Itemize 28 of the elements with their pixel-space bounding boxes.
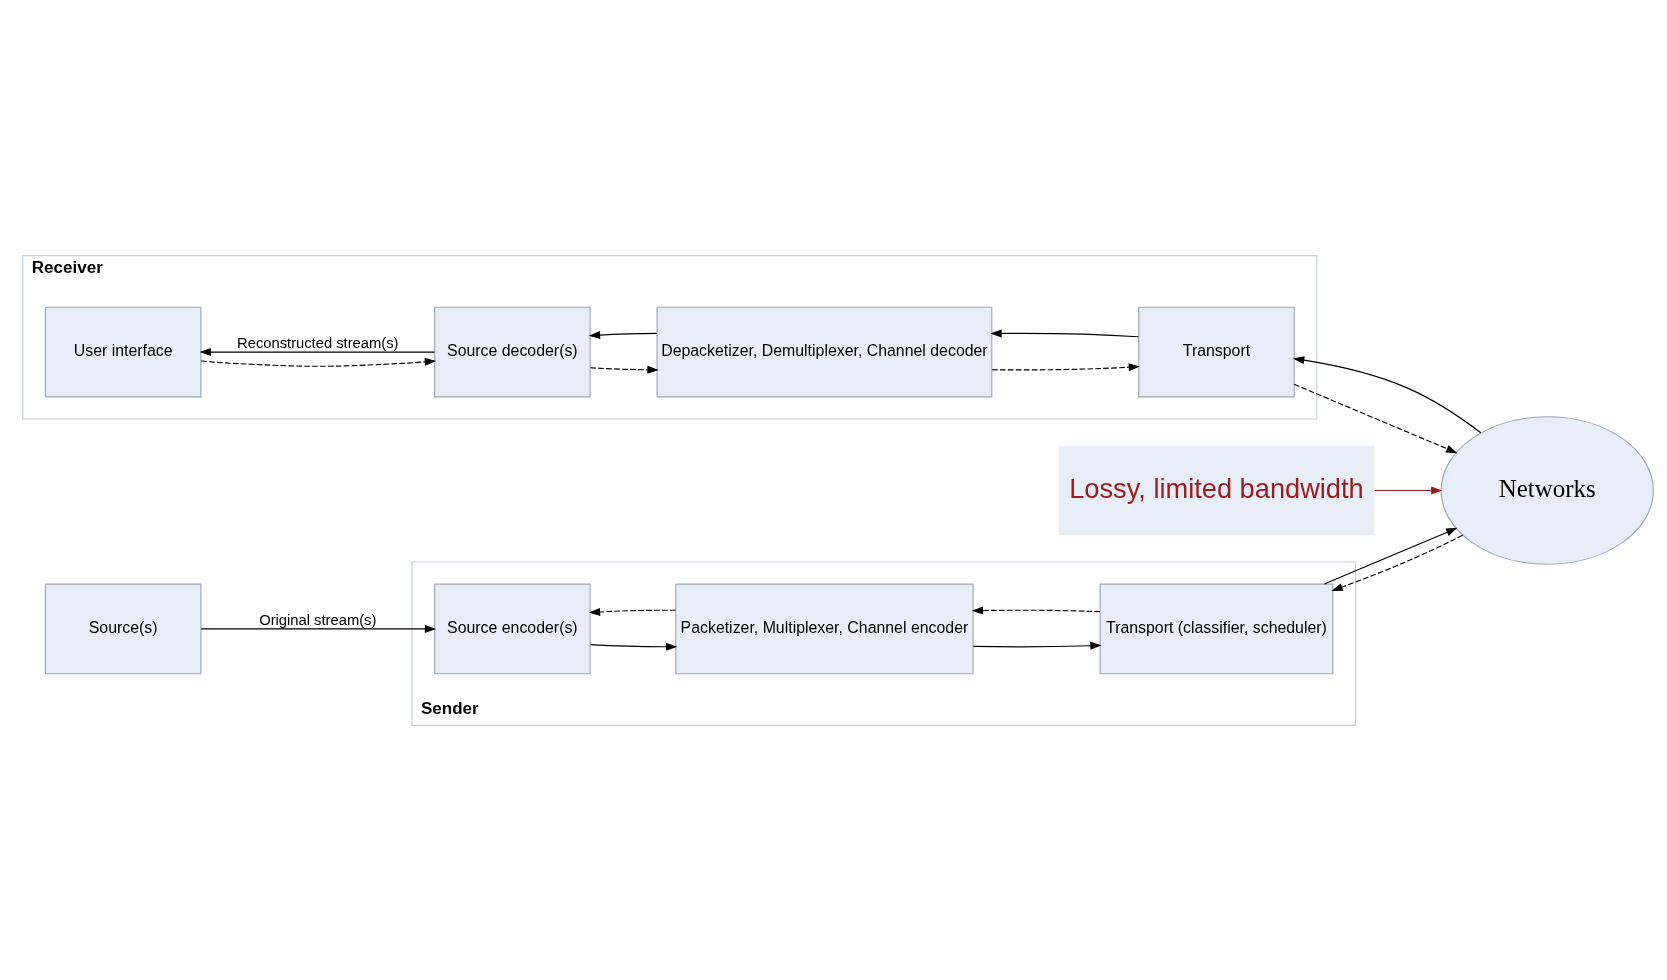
node-box: Transport — [1138, 306, 1295, 397]
arrow — [972, 641, 1102, 650]
arrow — [200, 624, 437, 633]
arrow — [200, 357, 437, 367]
arrow — [1323, 527, 1458, 585]
node-box: Source encoder(s) — [434, 583, 591, 674]
arrow — [1374, 486, 1443, 494]
node-box: Source decoder(s) — [434, 306, 591, 397]
arrow — [588, 330, 658, 339]
node-box: Packetizer, Multiplexer, Channel encoder — [675, 583, 974, 674]
arrow — [1331, 534, 1464, 591]
arrow — [991, 362, 1141, 371]
arrow — [588, 607, 677, 616]
node-box: Transport (classifier, scheduler) — [1099, 583, 1334, 674]
edge-label: Original stream(s) — [259, 611, 377, 628]
arrow — [199, 347, 436, 356]
arrow — [971, 606, 1101, 614]
node-box: Lossy, limited bandwidth — [1058, 445, 1375, 535]
arrow — [589, 365, 659, 374]
node-box: Depacketizer, Demultiplexer, Channel decoder — [656, 306, 993, 397]
node-box: User interface — [44, 306, 202, 397]
node-ellipse: Networks — [1440, 415, 1654, 565]
arrow — [1292, 355, 1482, 433]
arrow — [589, 642, 678, 651]
arrow — [990, 328, 1139, 337]
node-box: Source(s) — [44, 583, 202, 674]
edge-label: Reconstructed stream(s) — [237, 334, 399, 351]
arrow — [1293, 383, 1458, 453]
